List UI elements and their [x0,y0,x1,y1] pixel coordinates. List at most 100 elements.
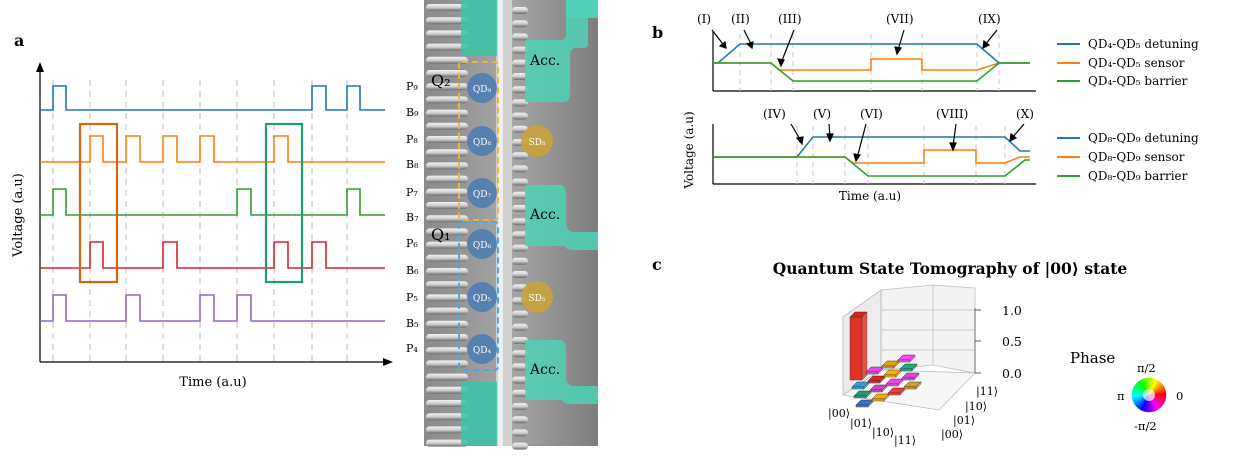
gate-finger [512,271,528,278]
gate-finger [512,20,528,28]
panel-b-bottom-plot [712,124,1036,185]
tomography-bar [849,311,868,381]
phase-tick: π [1117,389,1125,403]
gate-finger [426,307,468,315]
tomography-bar [897,354,916,363]
x-tick: |00⟩ [828,407,850,421]
gate-finger [512,46,528,54]
gate-finger [426,228,468,236]
gate-finger [512,112,528,120]
gate-finger [426,149,468,157]
gate-finger [512,59,528,67]
gate-finger [512,442,528,450]
gate-finger [512,152,528,160]
z-tick: 1.0 [1002,303,1022,318]
gate-finger [512,73,528,80]
acc-label-mid: Acc. [529,207,560,223]
qubit-box-q1 [458,221,499,371]
panel-b-ylabel: Voltage (a.u) [682,111,696,189]
annotation: (V) [813,107,831,121]
x-tick: |11⟩ [894,434,916,448]
legend-entry: QD₈-QD₉ sensor [1088,150,1185,164]
qubit-label-q2: Q₂ [431,71,451,90]
gate-label: P₄ [406,342,418,355]
gate-label: P₇ [406,186,418,199]
gate-finger [512,257,528,265]
annotation: (IV) [763,107,786,121]
gate-finger [512,125,528,133]
z-tick: 0.0 [1002,366,1022,381]
dot-label: QD₈ [473,138,492,148]
gate-finger [512,86,528,94]
y-tick: |11⟩ [976,385,998,399]
annotation-arrows [711,29,1025,163]
gate-finger [426,4,468,11]
tomography-bar [883,369,902,378]
gate-finger [512,165,528,173]
gate-finger [512,244,528,252]
gate-finger [426,426,468,434]
gate-finger [512,178,528,186]
gate-finger [426,360,468,368]
gate-label: B₅ [406,317,419,330]
gate-finger [426,136,468,143]
qubit-box-q2 [458,61,499,221]
gate-label: P₈ [406,133,418,146]
gate-finger [426,162,468,170]
gate-finger [512,416,528,424]
legend-entry: QD₄-QD₅ barrier [1088,74,1188,88]
panel-c-label: c [652,255,662,274]
gate-finger [426,413,468,421]
gate-finger [426,83,468,91]
waveform-blue [40,85,385,111]
annotation: (VII) [886,12,914,26]
waveform-red [40,241,385,269]
gate-label: B₆ [406,264,419,277]
gate-label: P₅ [406,291,418,304]
phase-tick: π/2 [1137,361,1156,375]
gate-finger [512,403,528,410]
gate-finger [512,99,528,107]
tomography-bar [901,372,920,381]
x-tick: |10⟩ [872,426,894,440]
y-tick: |01⟩ [953,414,975,428]
gate-finger [512,337,528,344]
phase-tick: 0 [1176,389,1183,403]
gate-finger [426,188,468,196]
gate-label: B₇ [406,211,419,224]
gate-finger [512,350,528,358]
gate-finger [426,96,468,104]
gate-finger [426,254,468,262]
gate-finger [426,122,468,130]
panel-b-legend-bottom: QD₈-QD₉ detuning QD₈-QD₉ sensor QD₈-QD₉ … [1057,131,1199,183]
annotation: (IX) [978,12,1001,26]
dot-label: QD₉ [473,85,492,95]
gate-finger [426,215,468,223]
annotation: (II) [731,12,750,26]
tomography-bar [885,378,904,387]
gate-finger [512,310,528,318]
gate-finger [512,429,528,437]
gate-label: B₉ [406,106,419,119]
gate-finger [426,202,468,209]
sensor-dot-8 [521,125,553,157]
annotation: (VIII) [936,107,968,121]
panel-a-label: a [14,31,24,50]
gate-label: B₈ [406,158,419,171]
gate-finger [426,294,468,302]
gate-finger [512,363,528,371]
gate-finger [426,56,468,64]
gate-finger [512,389,528,397]
annotation: (X) [1016,107,1034,121]
dot-label: QD₅ [473,294,492,304]
gate-finger [512,323,528,331]
y-tick: |00⟩ [941,428,963,442]
panel-b-legend-top: QD₄-QD₅ detuning QD₄-QD₅ sensor QD₄-QD₅ … [1057,37,1199,88]
waveform-orange [40,135,385,163]
qubit-label-q1: Q₁ [431,225,451,244]
legend-entry: QD₈-QD₉ barrier [1088,169,1188,183]
gate-label: P₆ [406,237,418,250]
gate-finger [512,191,528,199]
gate-finger [512,7,528,14]
